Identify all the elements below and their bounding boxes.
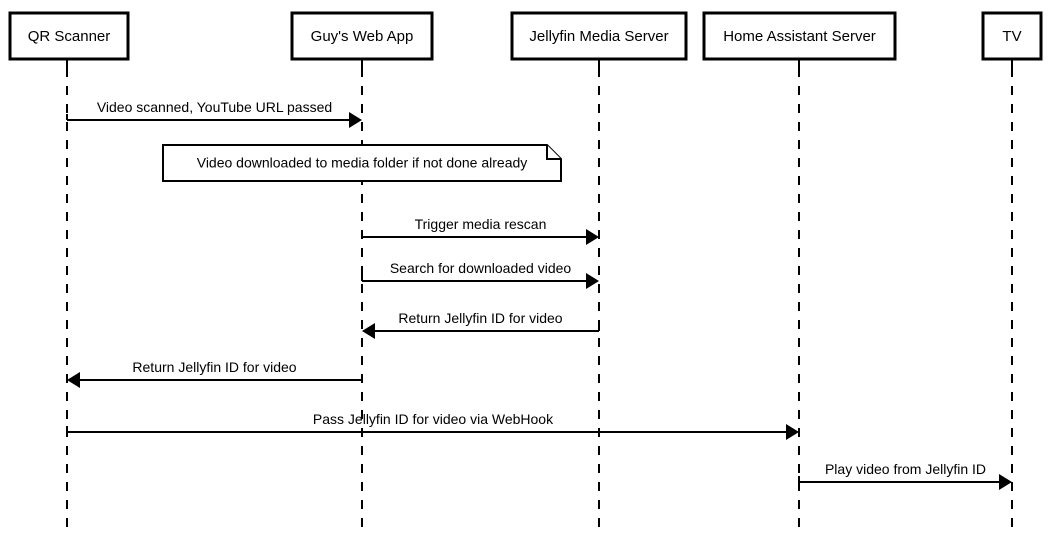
message-label: Pass Jellyfin ID for video via WebHook: [313, 411, 554, 427]
notes-group: Video downloaded to media folder if not …: [162, 144, 562, 182]
messages-group: Video scanned, YouTube URL passedTrigger…: [66, 99, 1012, 490]
message-arrowhead-icon: [999, 474, 1012, 490]
note-1: Video downloaded to media folder if not …: [162, 144, 562, 182]
participant-box: [290, 11, 434, 61]
participants-group: QR Scanner Guy's Web App Jellyfin Media Se…: [8, 11, 1043, 61]
message-label: Return Jellyfin ID for video: [132, 359, 296, 375]
message-arrowhead-icon: [362, 323, 375, 339]
message-label: Play video from Jellyfin ID: [825, 461, 986, 477]
message-msg-4: Return Jellyfin ID for video: [362, 310, 600, 339]
participant-box: [510, 11, 688, 61]
message-msg-5: Return Jellyfin ID for video: [67, 359, 363, 388]
message-arrowhead-icon: [586, 273, 599, 289]
participant-qr-scanner[interactable]: QR Scanner: [8, 11, 130, 61]
message-msg-2: Trigger media rescan: [361, 216, 599, 245]
participant-box: [8, 11, 130, 61]
participant-tv[interactable]: TV: [981, 11, 1043, 61]
participant-label: Jellyfin Media Server: [529, 28, 668, 45]
participant-label: TV: [1002, 28, 1021, 45]
note-body: [162, 144, 562, 182]
message-msg-7: Play video from Jellyfin ID: [798, 461, 1012, 490]
message-label: Video scanned, YouTube URL passed: [97, 99, 332, 115]
message-label: Trigger media rescan: [415, 216, 547, 232]
note-fold-corner-icon: [546, 145, 561, 160]
message-msg-3: Search for downloaded video: [361, 260, 599, 289]
message-arrowhead-icon: [586, 229, 599, 245]
message-arrowhead-icon: [67, 372, 80, 388]
message-msg-1: Video scanned, YouTube URL passed: [66, 99, 362, 128]
message-msg-6: Pass Jellyfin ID for video via WebHook: [66, 411, 799, 440]
message-arrowhead-icon: [349, 112, 362, 128]
message-label: Return Jellyfin ID for video: [398, 310, 562, 326]
participant-label: Home Assistant Server: [723, 28, 876, 45]
participant-label: QR Scanner: [28, 28, 111, 45]
participant-guys-web-app[interactable]: Guy's Web App: [290, 11, 434, 61]
participant-box: [702, 11, 897, 61]
participant-home-assistant[interactable]: Home Assistant Server: [702, 11, 897, 61]
participant-jellyfin-server[interactable]: Jellyfin Media Server: [510, 11, 688, 61]
message-label: Search for downloaded video: [390, 260, 572, 276]
note-label: Video downloaded to media folder if not …: [197, 155, 528, 171]
participant-label: Guy's Web App: [311, 28, 414, 45]
message-arrowhead-icon: [786, 424, 799, 440]
participant-box: [981, 11, 1043, 61]
